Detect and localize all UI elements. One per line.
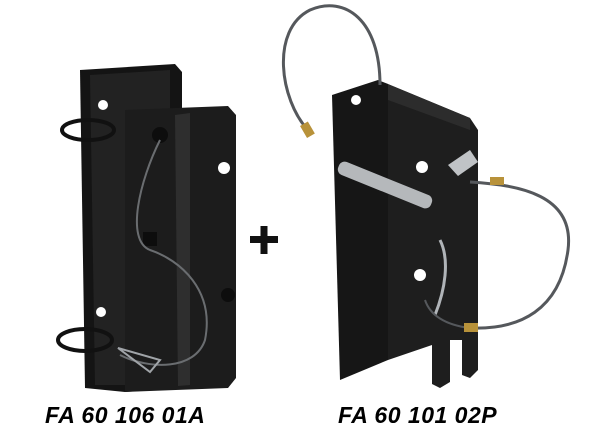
cable-right-side	[424, 177, 571, 332]
part-number-right: FA 60 101 02P	[338, 402, 498, 428]
bracket-right	[332, 80, 478, 388]
plus-sign	[250, 226, 278, 254]
bracket-left	[56, 64, 236, 392]
part-number-left: FA 60 106 01A	[45, 402, 206, 428]
cable-right-top	[281, 4, 382, 139]
